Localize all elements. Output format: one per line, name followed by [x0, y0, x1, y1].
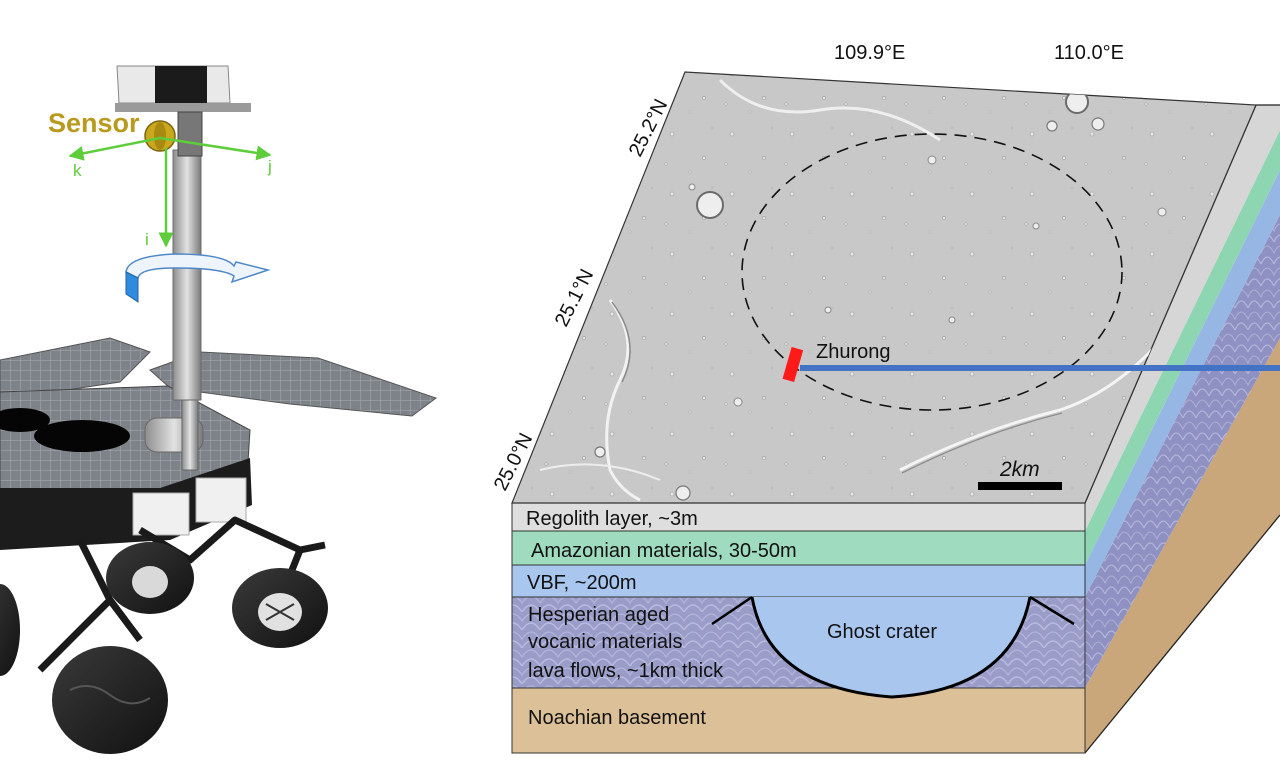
axis-label-k: k	[73, 161, 82, 180]
solar-panel-left	[0, 337, 151, 401]
wheel	[106, 542, 194, 614]
rover-illustration: Sensor k j i	[0, 65, 438, 754]
layer-vbf	[511, 564, 1086, 598]
side-hesperian	[1085, 215, 1280, 688]
mast	[172, 149, 202, 401]
deck-hole-2	[34, 420, 130, 452]
layer-label-amazonian: Amazonian materials, 30-50m	[531, 540, 797, 562]
ghost-crater	[752, 597, 1030, 697]
scale-bar	[978, 482, 1062, 490]
layer-label-regolith: Regolith layer, ~3m	[526, 508, 698, 530]
layer-noachian	[511, 687, 1086, 754]
zhurong-label: Zhurong	[816, 341, 891, 363]
wheel	[0, 584, 20, 676]
longitude-label-1: 109.9°E	[834, 42, 905, 64]
axis-label-i: i	[145, 230, 149, 249]
side-vbf	[1085, 170, 1280, 597]
side-regolith	[1085, 105, 1280, 531]
scale-label: 2km	[999, 458, 1040, 481]
longitude-label-2: 110.0°E	[1054, 42, 1124, 64]
axis-arrow-k	[68, 136, 161, 161]
axis-label-j: j	[267, 157, 272, 176]
terrain-features	[539, 78, 1172, 502]
side-amazonian	[1085, 130, 1280, 565]
zhurong-site-marker	[782, 346, 804, 382]
deck-hole-1	[0, 408, 50, 432]
layer-label-noachian: Noachian basement	[528, 707, 706, 729]
layer-label-hesperian-1: Hesperian aged	[528, 604, 669, 626]
block-diagram: Zhurong 2km 109.9°E 110.0°E 25.2°N 25.1°…	[490, 42, 1280, 754]
study-area-outline	[741, 133, 1123, 411]
wheel	[52, 646, 168, 754]
suspension	[37, 516, 326, 673]
side-noachian	[1085, 338, 1280, 753]
layer-regolith	[511, 502, 1086, 532]
wheel	[232, 568, 328, 648]
layer-label-hesperian-2: vocanic materials	[528, 631, 683, 653]
layer-label-vbf: VBF, ~200m	[527, 572, 637, 594]
axis-arrow-j	[159, 136, 272, 161]
layer-amazonian	[511, 530, 1086, 566]
rover-box-2	[195, 477, 247, 523]
layer-label-hesperian-3: lava flows, ~1km thick	[528, 660, 724, 682]
rotation-arrow	[125, 253, 271, 284]
sensor-label: Sensor	[48, 108, 140, 138]
terrain-surface	[511, 71, 1257, 504]
sensor-unit	[144, 120, 176, 152]
crater-label: Ghost crater	[827, 621, 937, 643]
